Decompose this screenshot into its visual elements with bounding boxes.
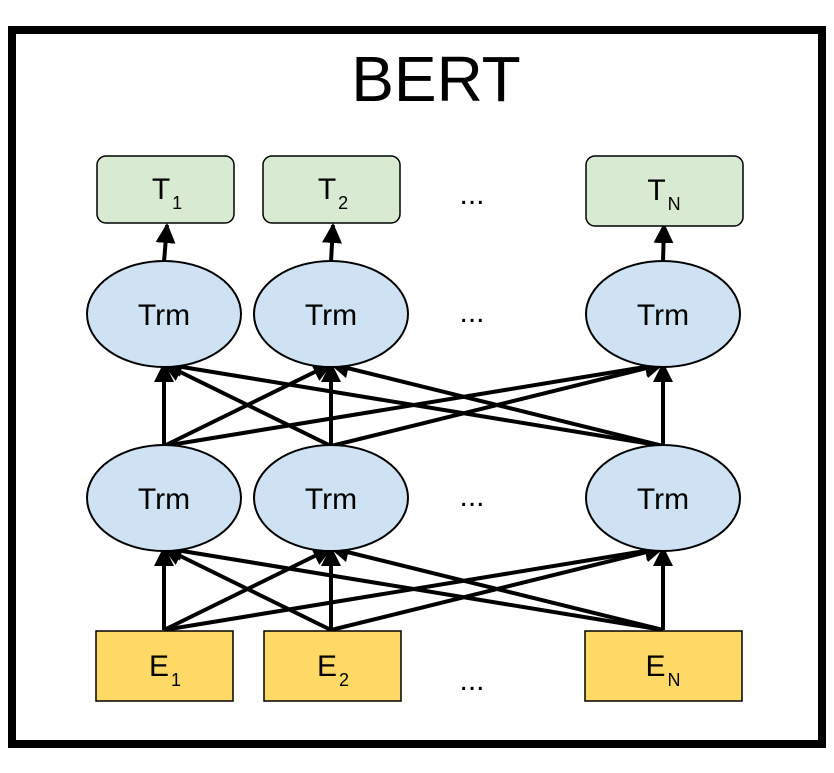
lower-trm-label-2: Trm — [305, 483, 357, 516]
output-letter-n: T — [647, 174, 665, 207]
lower-trm-node-2 — [253, 444, 409, 552]
input-subscript-2: 2 — [339, 670, 349, 690]
output-subscript-1: 1 — [172, 193, 182, 213]
output-box-n — [585, 155, 744, 227]
input-subscript-1: 1 — [171, 670, 181, 690]
upper-trm-node-1 — [86, 260, 242, 368]
arrow-upper-trm-2-to-output-2 — [322, 223, 343, 263]
upper-layer-ellipsis: ... — [459, 296, 484, 329]
input-ellipsis: ... — [459, 664, 484, 697]
input-box-1 — [95, 630, 234, 702]
input-letter-2: E — [317, 650, 337, 683]
input-box-n — [584, 630, 743, 702]
output-box-1 — [96, 155, 235, 224]
arrow-lower-trm-2-to-upper-trm-1 — [162, 362, 332, 448]
output-subscript-2: 2 — [338, 193, 348, 213]
lower-trm-node-1 — [86, 444, 242, 552]
output-letter-2: T — [318, 173, 336, 206]
arrow-upper-trm-n-to-output-n — [653, 223, 674, 263]
diagram-title: BERT — [351, 43, 521, 115]
arrow-input-n-to-lower-trm-2 — [329, 542, 664, 632]
input-letter-1: E — [149, 650, 169, 683]
output-subscript-n: N — [668, 194, 681, 214]
upper-trm-label-1: Trm — [138, 299, 190, 332]
output-ellipsis: ... — [459, 178, 484, 211]
arrow-upper-trm-1-to-output-1 — [155, 223, 176, 263]
lower-layer-ellipsis: ... — [459, 480, 484, 513]
lower-trm-label-1: Trm — [138, 483, 190, 516]
lower-trm-label-n: Trm — [637, 483, 689, 516]
input-box-2 — [263, 630, 402, 702]
connection-arrows — [154, 223, 674, 632]
arrow-input-n-to-lower-trm-1 — [162, 541, 664, 632]
input-subscript-n: N — [668, 670, 681, 690]
lower-trm-node-n — [585, 444, 741, 552]
arrow-input-2-to-lower-trm-1 — [162, 546, 332, 632]
output-box-2 — [262, 155, 401, 224]
upper-trm-label-n: Trm — [637, 299, 689, 332]
input-letter-n: E — [645, 650, 665, 683]
arrow-lower-trm-n-to-upper-trm-1 — [162, 357, 664, 448]
upper-trm-label-2: Trm — [305, 299, 357, 332]
upper-trm-node-n — [585, 260, 741, 368]
arrow-lower-trm-n-to-upper-trm-2 — [329, 358, 664, 448]
output-letter-1: T — [152, 173, 170, 206]
upper-trm-node-2 — [253, 260, 409, 368]
